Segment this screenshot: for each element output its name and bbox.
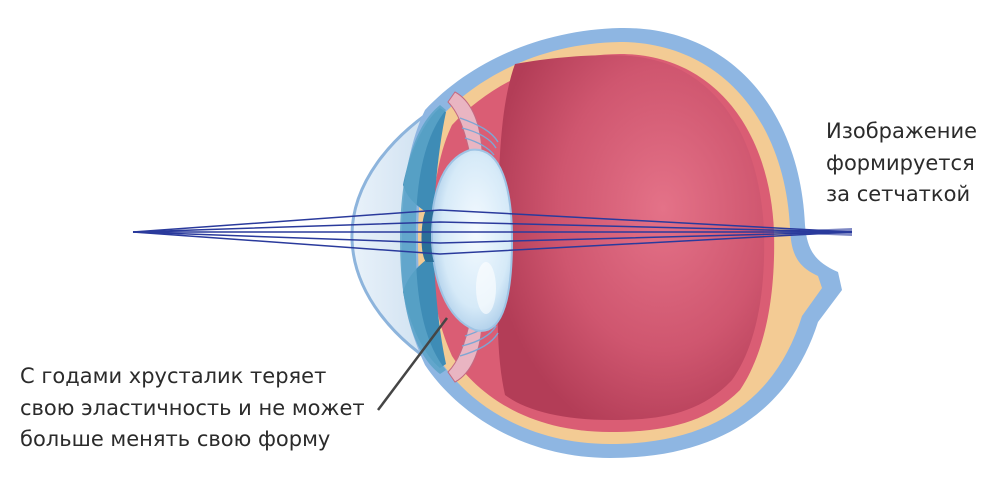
lens-highlight [476, 262, 496, 314]
annotation-line: Изображение [826, 119, 978, 143]
zonule-fibers [459, 117, 499, 357]
annotation-line: за сетчаткой [826, 182, 971, 206]
annotation-line: формируется [826, 150, 975, 175]
focus-point [760, 228, 852, 236]
annotation-line: больше менять свою форму [20, 427, 331, 451]
annotation-pointer [377, 317, 448, 411]
light-rays [132, 209, 853, 255]
annotation-line: свою эластичность и не может [20, 395, 365, 420]
iris-band [400, 105, 446, 374]
annotation-line: С годами хрусталик теряет [20, 364, 327, 388]
lens-elasticity-annotation: С годами хрусталик теряет свою эластично… [20, 361, 365, 456]
retina-focus-annotation: Изображение формируется за сетчаткой [826, 116, 977, 211]
